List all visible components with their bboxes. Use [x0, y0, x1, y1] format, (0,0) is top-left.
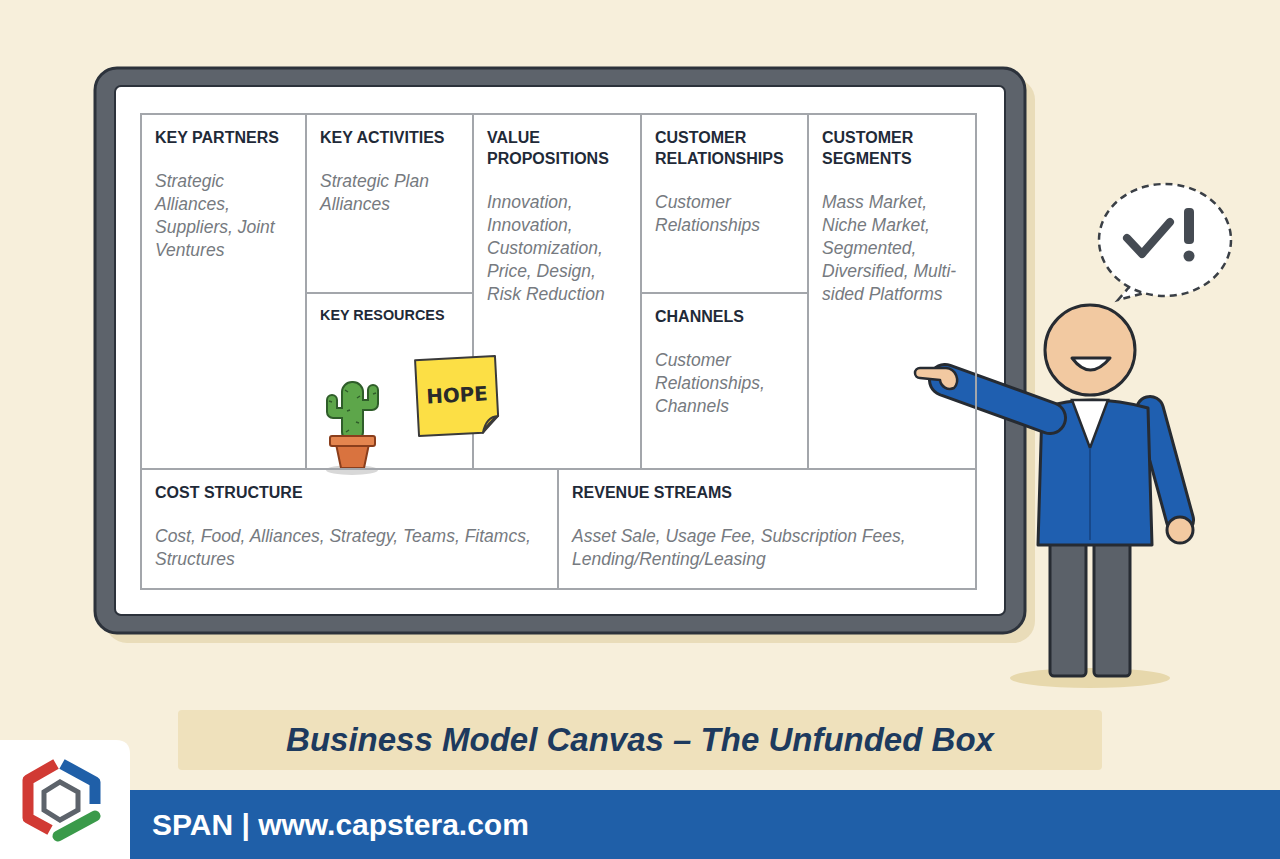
cell-body: Strategic Plan Alliances: [320, 170, 459, 216]
cell-heading: KEY ACTIVITIES: [320, 127, 459, 148]
cell-heading: CUSTOMER SEGMENTS: [822, 127, 962, 169]
canvas-cell: COST STRUCTURE Cost, Food, Alliances, Str…: [140, 468, 559, 590]
cell-body: Customer Relationships: [655, 191, 794, 237]
footer-bar: SPAN | www.capstera.com: [130, 790, 1280, 859]
cell-heading: CHANNELS: [655, 306, 794, 327]
logo: [0, 740, 130, 859]
canvas-cell: CHANNELS Customer Relationships, Channels: [640, 292, 809, 470]
speech-bubble: [1099, 184, 1231, 300]
canvas-cell: REVENUE STREAMS Asset Sale, Usage Fee, Su…: [557, 468, 977, 590]
cell-heading: Business Model Canvas – The Unfunded Box: [286, 721, 994, 759]
canvas-cell: CUSTOMER SEGMENTS Mass Market, Niche Mark…: [807, 113, 977, 470]
board-frame: [95, 68, 1025, 633]
cell-body: Mass Market, Niche Market, Segmented, Di…: [822, 191, 962, 306]
cell-heading: HOPE: [426, 382, 489, 410]
canvas-cell: KEY ACTIVITIES Strategic Plan Alliances: [305, 113, 474, 294]
cell-heading: VALUE PROPOSITIONS: [487, 127, 627, 169]
canvas-cell: CUSTOMER RELATIONSHIPS Customer Relations…: [640, 113, 809, 294]
cell-heading: SPAN | www.capstera.com: [152, 808, 529, 842]
cell-heading: COST STRUCTURE: [155, 482, 544, 503]
cell-heading: KEY PARTNERS: [155, 127, 292, 148]
cell-body: Customer Relationships, Channels: [655, 349, 794, 418]
cactus: [326, 382, 378, 475]
cell-body: Innovation, Innovation, Customization, P…: [487, 191, 627, 306]
canvas-cell: KEY PARTNERS Strategic Alliances, Supplie…: [140, 113, 307, 470]
title-band: Business Model Canvas – The Unfunded Box: [178, 710, 1102, 770]
board-shadow: [105, 78, 1035, 643]
cell-body: Strategic Alliances, Suppliers, Joint Ve…: [155, 170, 292, 262]
sticky-note: HOPE: [413, 354, 501, 438]
cell-heading: CUSTOMER RELATIONSHIPS: [655, 127, 794, 169]
cell-heading: REVENUE STREAMS: [572, 482, 962, 503]
presenter-figure: [915, 305, 1193, 688]
canvas-cell: KEY RESOURCESHOPE: [305, 292, 474, 470]
cell-body: Asset Sale, Usage Fee, Subscription Fees…: [572, 525, 962, 571]
cell-body: Cost, Food, Alliances, Strategy, Teams, …: [155, 525, 544, 571]
cell-heading: KEY RESOURCES: [320, 306, 459, 324]
board-surface: [115, 86, 1005, 615]
